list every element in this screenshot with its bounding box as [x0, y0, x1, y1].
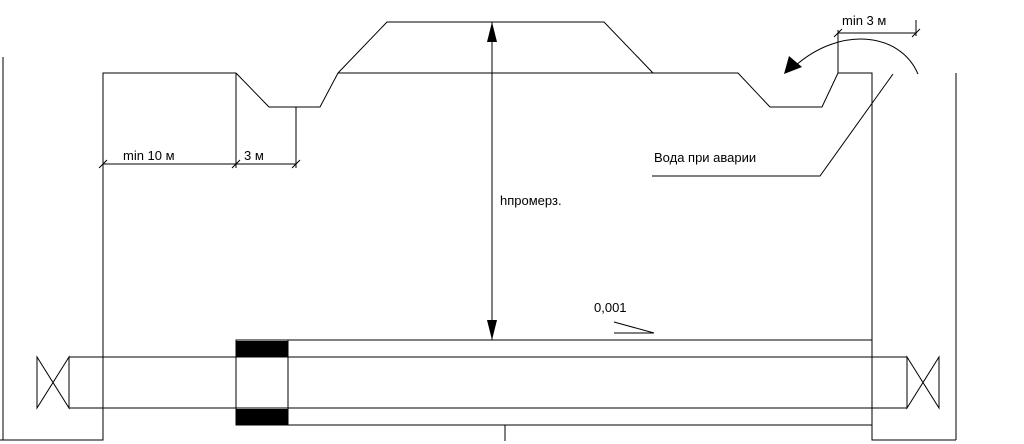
freeze-depth-arrow-bottom — [487, 320, 497, 340]
top-seal — [236, 341, 288, 357]
dimension-tick — [833, 28, 843, 38]
water-flow-arrowhead — [784, 56, 802, 74]
dimension-tick — [98, 159, 108, 169]
label-water-emergency: Вода при аварии — [654, 150, 756, 165]
right-valve-icon — [906, 355, 940, 410]
bottom-seal — [236, 409, 288, 425]
water-flow-arrow — [794, 38, 919, 75]
right-pit-outline — [838, 72, 956, 441]
label-h-freeze: hпромерз. — [500, 193, 562, 208]
water-label-leader — [652, 73, 894, 177]
label-min-10: min 10 м — [123, 148, 175, 163]
casing-pipe — [235, 339, 873, 426]
label-3m-left: 3 м — [244, 148, 264, 163]
label-slope: 0,001 — [594, 300, 627, 315]
freeze-depth-arrow-top — [487, 22, 497, 42]
left-valve-icon — [36, 355, 70, 410]
dimension-tick — [231, 159, 241, 169]
working-pipe — [68, 356, 908, 409]
label-min-3: min 3 м — [842, 13, 886, 28]
dimension-tick — [291, 159, 301, 169]
embankment-profile — [235, 72, 839, 108]
dimension-tick — [911, 28, 921, 38]
left-pit-outline — [0, 72, 236, 441]
road-top-profile — [337, 21, 654, 74]
slope-marker — [613, 321, 655, 334]
